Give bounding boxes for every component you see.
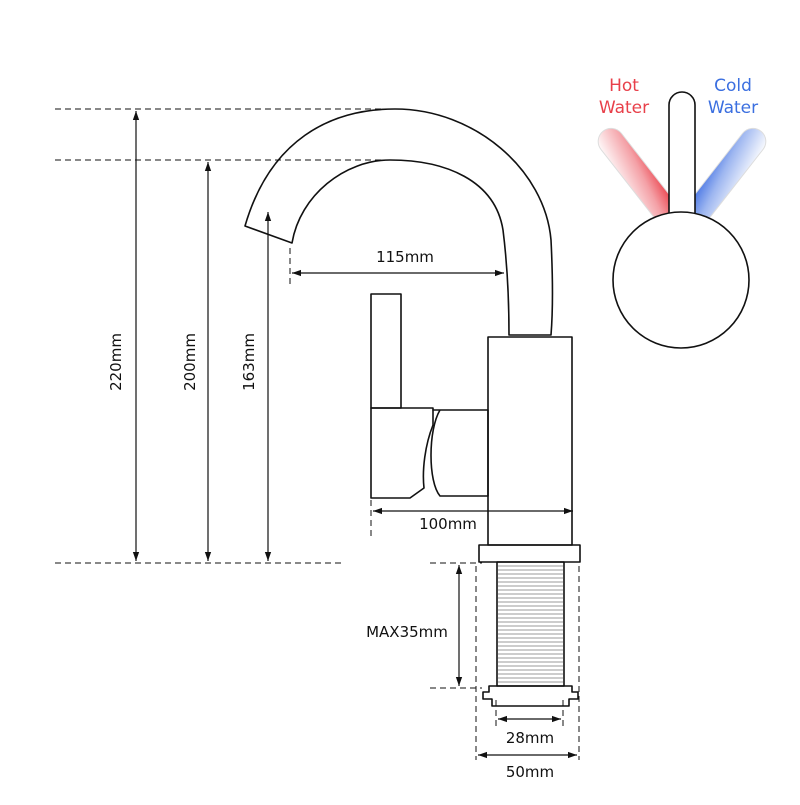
body-depth-label: 100mm [419,515,477,533]
center-handle-position [668,91,696,233]
hot-water-label-line2: Water [599,98,649,118]
handle-lever [370,293,402,409]
overall-height-label: 220mm [107,333,125,391]
dimension-arrows [132,111,577,759]
faucet-body [487,336,573,546]
shank-threads [498,565,563,683]
base-plate [478,544,581,563]
faucet-outline [244,108,581,707]
base-diameter-label: 50mm [506,763,554,781]
mounting-nut [482,685,579,707]
spout-outlet-height-label: 163mm [240,333,258,391]
handle-hub [370,407,434,499]
spout-top-height-label: 200mm [181,333,199,391]
thread-diameter-label: 28mm [506,729,554,747]
spout-reach-label: 115mm [376,248,434,266]
threaded-shank [496,561,565,687]
cold-water-label-line1: Cold [714,76,752,96]
hot-water-label-line1: Hot [609,76,639,96]
hot-cold-legend: Hot Water Cold Water [597,76,767,349]
handle-connector [430,409,489,497]
handle-base-circle [612,211,750,349]
max-deck-thickness-label: MAX35mm [366,623,448,641]
cold-water-label-line2: Water [708,98,758,118]
spout [244,108,554,336]
extension-lines [55,108,580,760]
